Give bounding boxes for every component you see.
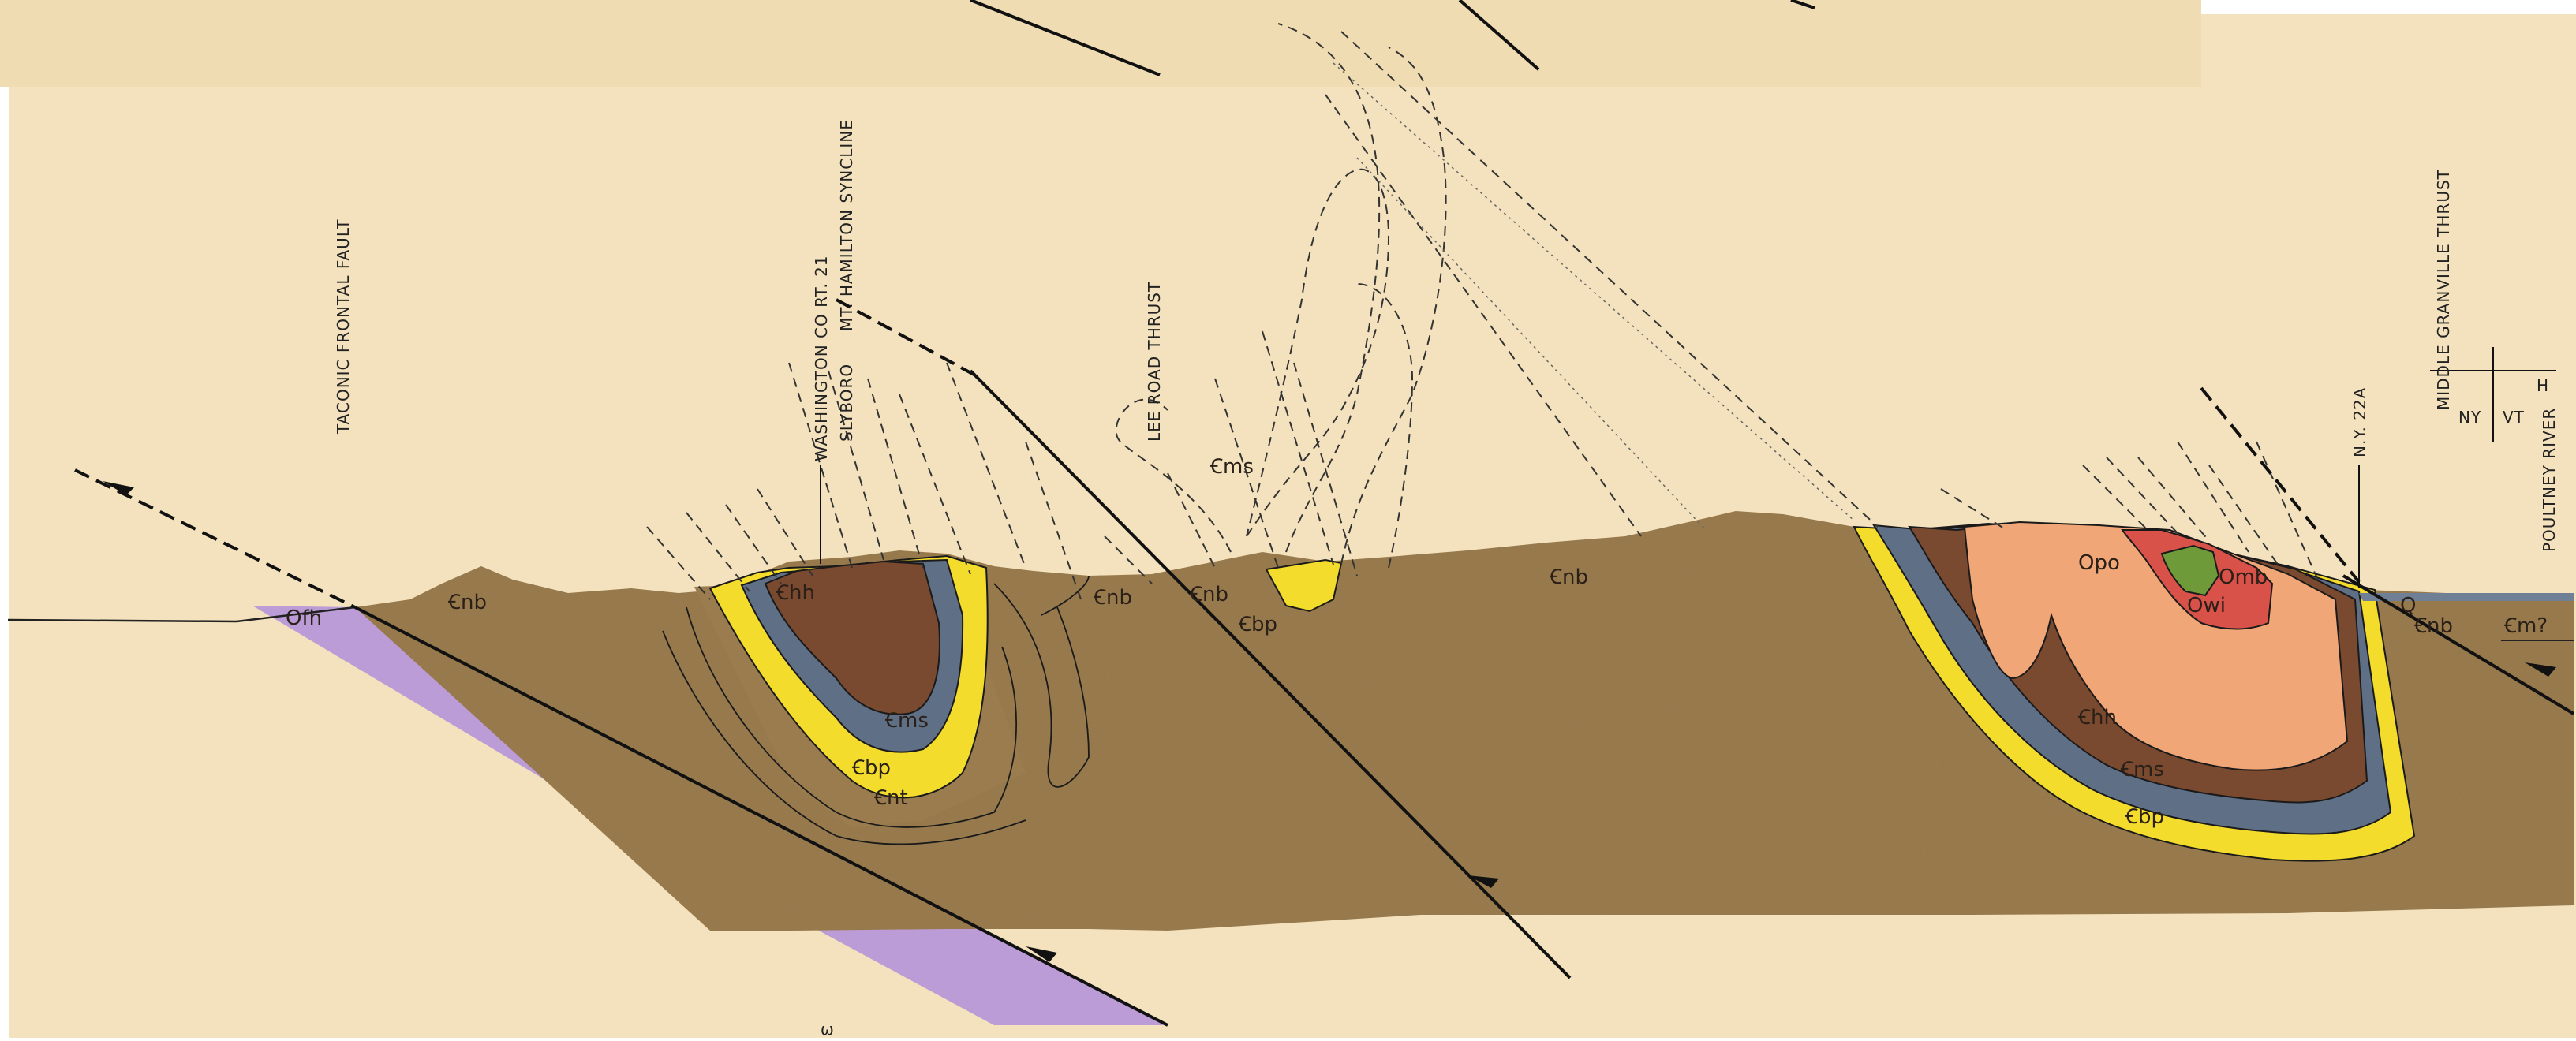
fault-label-middle-granville: MIDDLE GRANVILLE THRUST bbox=[2434, 169, 2453, 410]
unit-label-cbp-3: Ꞓbp bbox=[2125, 805, 2164, 829]
locality-label-mt-hamilton: MT. HAMILTON SYNCLINE bbox=[837, 119, 856, 331]
unit-label-opo: Opo bbox=[2078, 551, 2120, 575]
unit-label-ofh: Ofh bbox=[286, 606, 322, 630]
unit-label-chh-2: Ꞓhh bbox=[2077, 706, 2117, 729]
locality-label-ny22a: N.Y. 22A bbox=[2350, 387, 2369, 457]
unit-label-cbp-2: Ꞓbp bbox=[1238, 613, 1277, 636]
footer-mark: ω bbox=[821, 1020, 835, 1038]
unit-label-cms-1: Ꞓms bbox=[884, 709, 929, 733]
locality-label-poultney-river: POULTNEY RIVER bbox=[2540, 408, 2559, 552]
unit-label-q: Q bbox=[2400, 594, 2416, 618]
unit-label-cms-3: Ꞓms bbox=[2120, 758, 2164, 782]
locality-label-vt: VT bbox=[2503, 408, 2525, 427]
unit-q-strip bbox=[2359, 593, 2574, 601]
unit-label-cnb-5: Ꞓnb bbox=[2413, 614, 2453, 638]
unit-label-chh-1: Ꞓhh bbox=[776, 581, 815, 605]
unit-label-cnb-4: Ꞓnb bbox=[1549, 565, 1588, 589]
unit-label-cbp-1: Ꞓbp bbox=[851, 756, 891, 780]
locality-label-washington-co: WASHINGTON CO RT. 21 bbox=[812, 255, 831, 461]
locality-label-slyboro: SLYBORO bbox=[837, 364, 856, 442]
fault-label-taconic: TACONIC FRONTAL FAULT bbox=[334, 219, 353, 435]
locality-label-ny: NY bbox=[2458, 408, 2481, 427]
unit-label-omb: Omb bbox=[2219, 565, 2268, 589]
unit-label-cms-2: Ꞓms bbox=[1209, 455, 1254, 479]
paper-edge-left bbox=[0, 87, 9, 1038]
locality-label-h: H bbox=[2537, 376, 2549, 395]
fault-label-lee-road: LEE ROAD THRUST bbox=[1145, 282, 1164, 442]
unit-label-cnb-2: Ꞓnb bbox=[1093, 586, 1132, 610]
unit-label-cm: Ꞓm? bbox=[2503, 614, 2548, 638]
paper-edge bbox=[2201, 0, 2576, 14]
paper-strip-top bbox=[0, 0, 2201, 87]
unit-label-owi: Owi bbox=[2187, 594, 2226, 618]
unit-label-cnt: Ꞓnt bbox=[873, 786, 908, 810]
unit-label-cnb-1: Ꞓnb bbox=[447, 591, 487, 614]
unit-label-cnb-3: Ꞓnb bbox=[1189, 583, 1228, 606]
